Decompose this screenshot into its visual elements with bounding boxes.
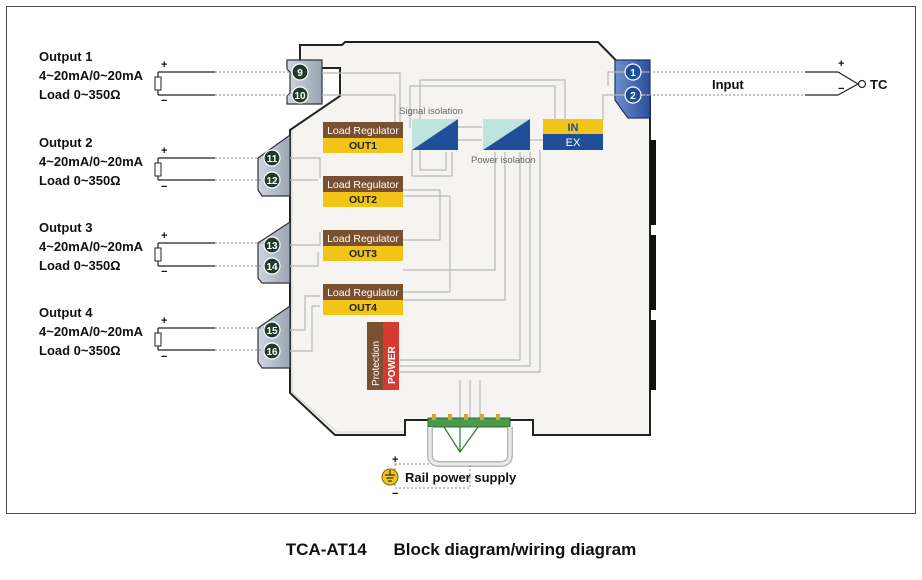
signal-isolation-label: Signal isolation — [399, 106, 463, 117]
ex-label: EX — [566, 137, 581, 149]
output-title: Output 4 — [39, 305, 93, 320]
load-regulator-label: Load Regulator — [327, 179, 399, 191]
power-isolation-block — [483, 119, 530, 150]
input-minus: − — [838, 83, 844, 95]
input-plus: + — [838, 58, 844, 70]
thermocouple-icon — [805, 71, 867, 96]
side-latch — [650, 140, 656, 225]
power-isolation-label: Power isolation — [471, 155, 535, 166]
output-range: 4~20mA/0~20mA — [39, 239, 144, 254]
out-label: OUT2 — [349, 194, 377, 206]
terminal-number: 9 — [297, 68, 303, 79]
terminal-number: 11 — [267, 154, 278, 165]
output-title: Output 3 — [39, 220, 92, 235]
load-regulator-block-2 — [323, 176, 403, 207]
load-regulator-label: Load Regulator — [327, 125, 399, 137]
rail-minus: − — [392, 488, 398, 500]
internal-traces — [290, 71, 650, 420]
terminal-marker — [624, 63, 642, 81]
side-latch — [650, 320, 656, 390]
out-label: OUT3 — [349, 248, 377, 260]
terminal-number: 12 — [266, 176, 278, 187]
load-regulator-block-1 — [323, 122, 403, 153]
terminal-marker — [263, 257, 281, 275]
out-label: OUT4 — [349, 302, 377, 314]
output-plus: + — [161, 315, 167, 327]
ground-icon — [381, 468, 399, 486]
module-inner-outline — [291, 130, 403, 433]
load-regulator-label: Load Regulator — [327, 287, 399, 299]
output-range: 4~20mA/0~20mA — [39, 324, 144, 339]
diagram-frame — [6, 6, 916, 514]
output-plus: + — [161, 230, 167, 242]
power-block — [383, 322, 399, 390]
ex-block — [543, 134, 603, 150]
terminal-number: 2 — [630, 91, 636, 102]
protection-block — [367, 322, 383, 390]
terminal-marker — [291, 86, 309, 104]
load-regulator-block-4 — [323, 284, 403, 315]
model-number: TCA-AT14 — [285, 540, 367, 559]
rail-plus: + — [392, 454, 398, 466]
output-load: Load 0~350Ω — [39, 173, 121, 188]
load-regulator-label: Load Regulator — [327, 233, 399, 245]
load-regulator-block-3 — [323, 230, 403, 261]
output-minus: − — [161, 266, 167, 278]
protection-label: Protection — [371, 341, 382, 386]
output-plus: + — [161, 59, 167, 71]
terminal-marker — [263, 236, 281, 254]
load-resistor-icons — [154, 76, 162, 347]
power-label: POWER — [387, 345, 398, 384]
terminal-marker — [624, 86, 642, 104]
output-minus: − — [161, 95, 167, 107]
terminal-number: 13 — [266, 241, 278, 252]
terminal-marker — [263, 321, 281, 339]
sensor-label: TC — [870, 77, 888, 92]
output-minus: − — [161, 351, 167, 363]
output-minus: − — [161, 181, 167, 193]
terminal-marker — [263, 342, 281, 360]
output-plus: + — [161, 145, 167, 157]
out-label: OUT1 — [349, 140, 377, 152]
output-load: Load 0~350Ω — [39, 343, 121, 358]
figure-caption: TCA-AT14 Block diagram/wiring diagram — [0, 540, 922, 560]
external-dotted-wires — [215, 71, 805, 351]
terminal-marker — [263, 149, 281, 167]
external-wires — [157, 71, 215, 351]
output-range: 4~20mA/0~20mA — [39, 68, 144, 83]
terminal-marker — [263, 171, 281, 189]
rail-power-label: Rail power supply — [405, 470, 517, 485]
in-label: IN — [568, 122, 579, 134]
caption-title: Block diagram/wiring diagram — [393, 540, 637, 559]
terminal-number: 1 — [630, 68, 636, 79]
rail-connector — [427, 414, 513, 467]
input-label: Input — [712, 77, 744, 92]
output-range: 4~20mA/0~20mA — [39, 154, 144, 169]
terminal-number: 15 — [266, 326, 278, 337]
signal-isolation-block — [412, 119, 458, 150]
output-load: Load 0~350Ω — [39, 258, 121, 273]
output-title: Output 2 — [39, 135, 92, 150]
terminal-number: 10 — [294, 91, 306, 102]
output-title: Output 1 — [39, 49, 92, 64]
side-latch — [650, 235, 656, 310]
terminal-marker — [291, 63, 309, 81]
terminal-number: 14 — [266, 262, 278, 273]
terminal-number: 16 — [266, 347, 278, 358]
in-block — [543, 119, 603, 134]
output-load: Load 0~350Ω — [39, 87, 121, 102]
